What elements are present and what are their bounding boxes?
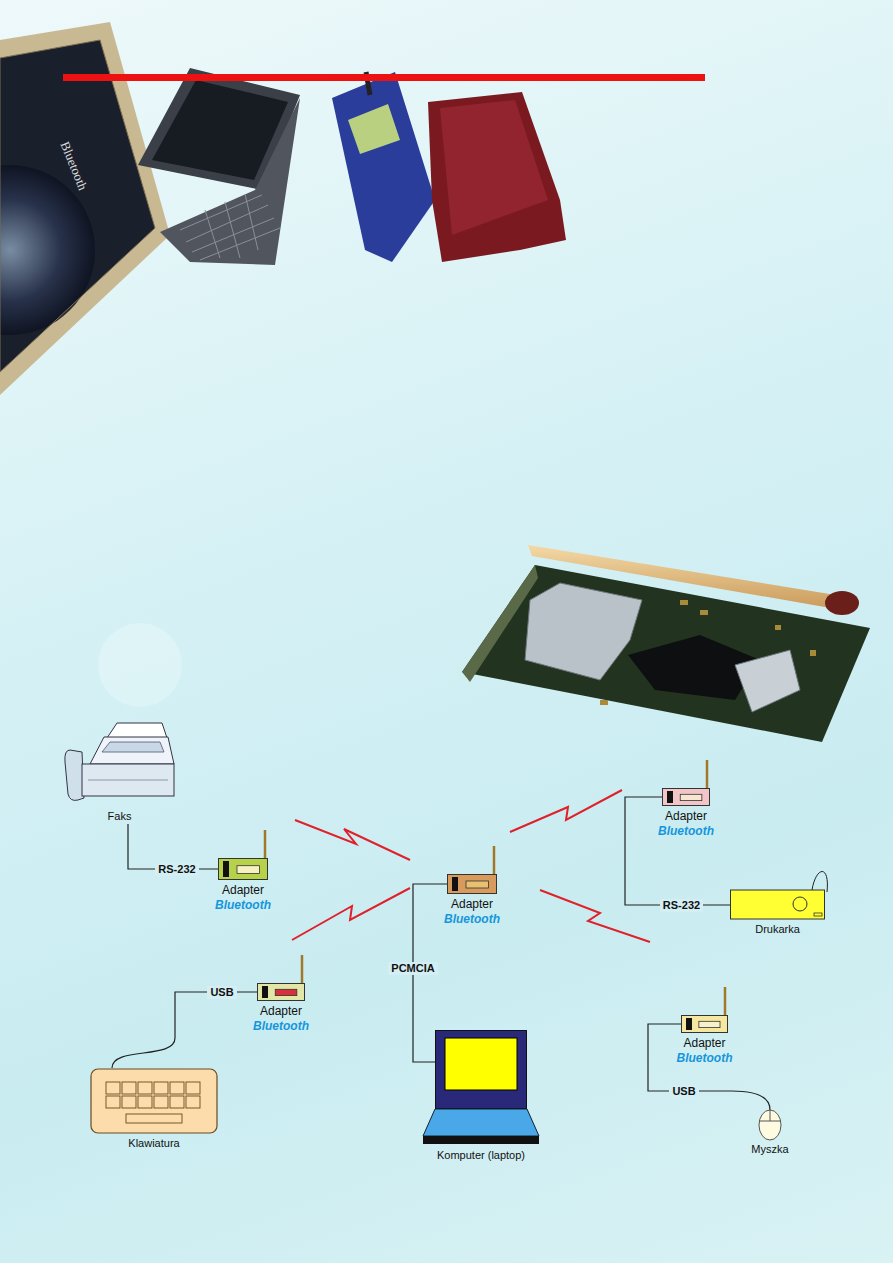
- mouse-icon: [745, 1110, 795, 1140]
- adapter-box: AdapterBluetooth: [218, 858, 268, 880]
- cable: [625, 797, 730, 905]
- cable: [648, 1024, 770, 1110]
- keyboard-icon: [90, 1068, 218, 1134]
- cable: [112, 992, 257, 1068]
- device-label: Myszka: [751, 1143, 788, 1155]
- device-label: Komputer (laptop): [437, 1149, 525, 1161]
- interface-label: PCMCIA: [388, 962, 437, 975]
- interface-label: USB: [669, 1085, 698, 1098]
- mobile-phone: [332, 72, 435, 262]
- interface-label: RS-232: [155, 863, 198, 876]
- adapter-label: Adapter: [260, 1004, 302, 1018]
- fax-device: Faks: [62, 722, 177, 824]
- radio-link: [292, 790, 650, 942]
- adapter-box: AdapterBluetooth: [257, 983, 305, 1001]
- match: [528, 545, 842, 610]
- red-rule: [63, 74, 705, 81]
- adapter-box: AdapterBluetooth: [681, 1015, 728, 1033]
- laptop-device: Komputer (laptop): [435, 1030, 527, 1163]
- adapter-technology: Bluetooth: [253, 1019, 309, 1033]
- adapter-technology: Bluetooth: [444, 912, 500, 926]
- device-label: Klawiatura: [128, 1137, 179, 1149]
- rf-shield: [525, 583, 642, 680]
- adapter-icon: [218, 858, 268, 880]
- printer-device: Drukarka: [730, 886, 825, 937]
- keyboard-device: Klawiatura: [90, 1068, 218, 1151]
- device-label: Drukarka: [755, 923, 800, 935]
- adapter-label: Adapter: [683, 1036, 725, 1050]
- adapter-technology: Bluetooth: [658, 824, 714, 838]
- adapter-label: Adapter: [451, 897, 493, 911]
- handheld-keyboard: [160, 98, 300, 265]
- interface-label: RS-232: [660, 899, 703, 912]
- adapter-icon: [257, 983, 305, 1001]
- adapter-icon: [662, 788, 710, 806]
- fax-icon: [62, 722, 177, 807]
- device-label: Faks: [108, 810, 132, 822]
- printer-icon: [730, 886, 825, 920]
- adapter-technology: Bluetooth: [215, 898, 271, 912]
- adapter-icon: [447, 874, 497, 894]
- match-head: [825, 591, 859, 615]
- adapter-box: AdapterBluetooth: [447, 874, 497, 894]
- mouse-device: Myszka: [745, 1110, 795, 1157]
- adapter-box: AdapterBluetooth: [662, 788, 710, 806]
- adapter-technology: Bluetooth: [677, 1051, 733, 1065]
- adapter-label: Adapter: [665, 809, 707, 823]
- adapter-label: Adapter: [222, 883, 264, 897]
- laptop-icon: [435, 1030, 527, 1144]
- interface-label: USB: [207, 986, 236, 999]
- adapter-icon: [681, 1015, 728, 1033]
- background-spot: [98, 623, 182, 707]
- red-device: [428, 92, 566, 262]
